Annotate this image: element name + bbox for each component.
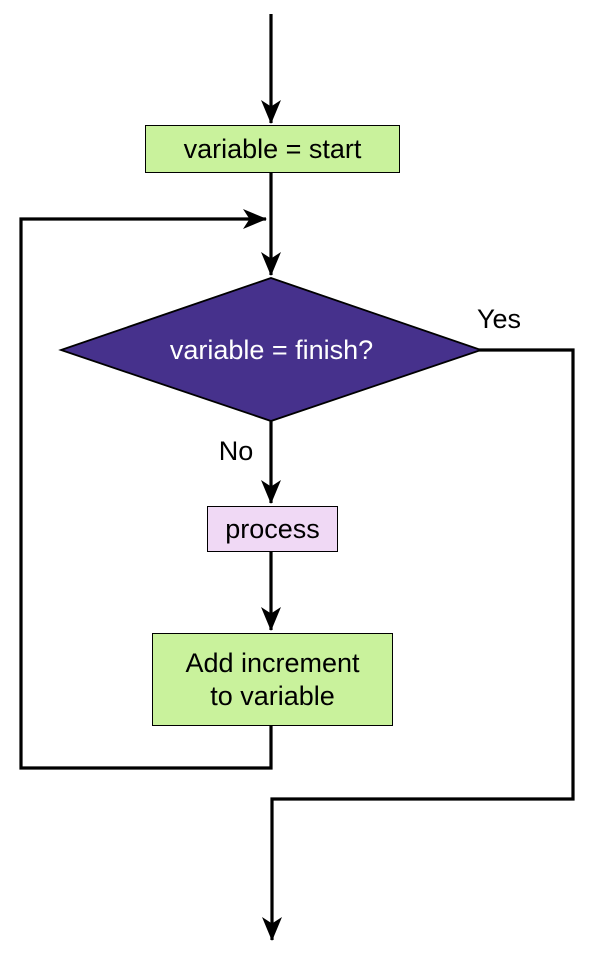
node-increment: Add increment to variable <box>152 633 393 726</box>
edge-loop-back <box>19 209 273 770</box>
node-increment-label-line1: Add increment <box>185 647 360 678</box>
node-process-label: process <box>225 513 320 544</box>
node-increment-label-line2: to variable <box>210 680 335 711</box>
node-start-label: variable = start <box>183 133 362 164</box>
branch-label-yes: Yes <box>476 304 522 334</box>
node-start: variable = start <box>145 125 400 173</box>
node-decision-label: variable = finish? <box>169 335 374 365</box>
decision-diamond <box>58 277 484 422</box>
edge-yes-branch-exit <box>262 348 575 941</box>
node-process: process <box>207 506 338 552</box>
branch-label-no: No <box>218 436 254 466</box>
